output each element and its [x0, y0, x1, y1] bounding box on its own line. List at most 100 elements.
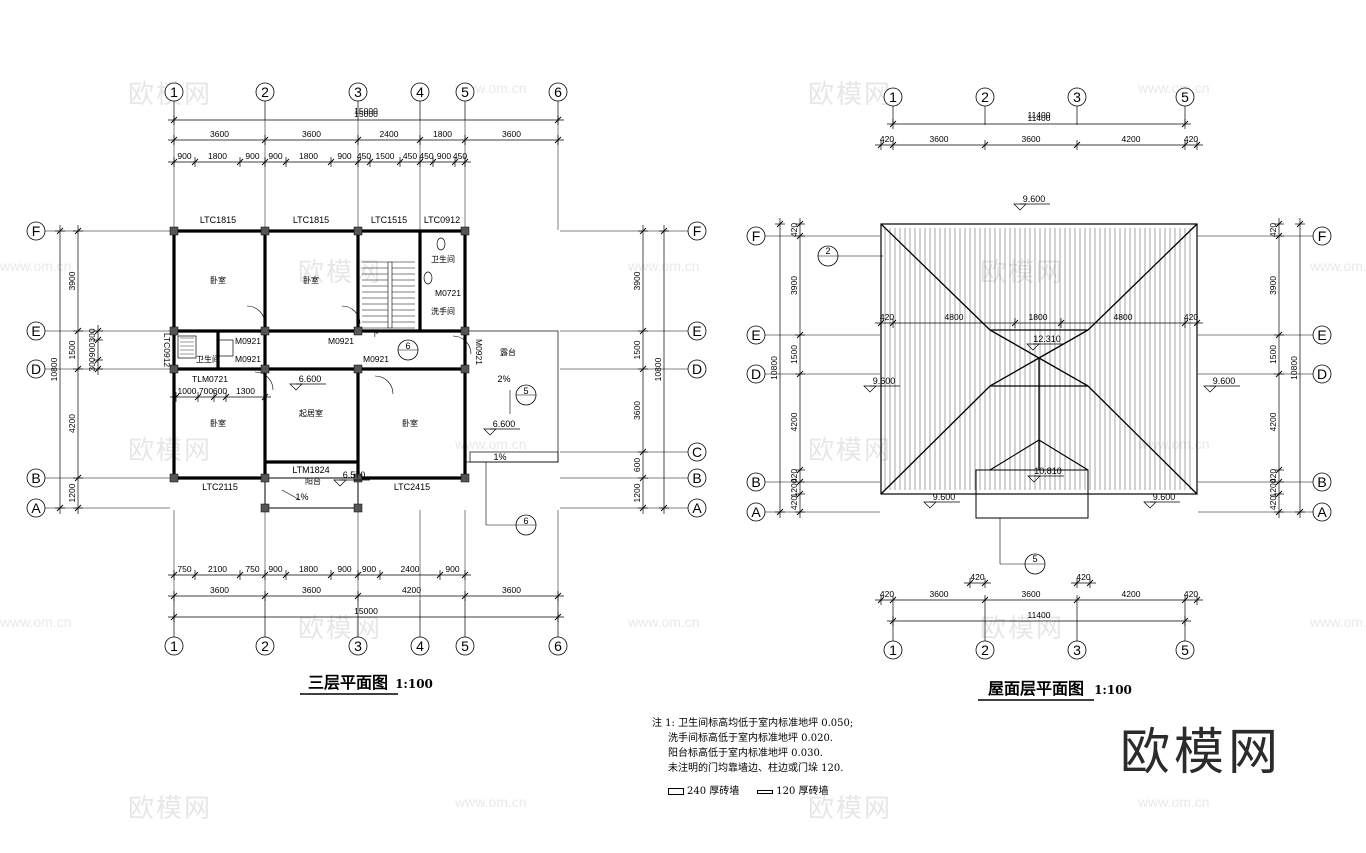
axis-y-left-label: E [751, 327, 760, 343]
window-label: LTC1815 [200, 215, 236, 225]
axis-y-right-label: B [692, 470, 701, 486]
dim-axes-top-text: 3600 [302, 129, 321, 139]
level-text: 6.600 [493, 419, 516, 429]
dim-right-text: 3900 [632, 271, 642, 290]
dimension-tick [461, 158, 469, 166]
dimension-tick [1181, 141, 1189, 149]
dimension-tick [776, 508, 784, 516]
callout-number: 2 [825, 246, 830, 256]
roof-hatch [884, 228, 1191, 490]
dim-overall-bottom-text: 15000 [354, 606, 378, 616]
dim-sub-bottom-text: 750 [177, 564, 191, 574]
watermark-logo: 欧模网 [808, 436, 893, 466]
dimension-tick [74, 474, 82, 482]
dim-sub-top-text: 450 [403, 151, 417, 161]
dimension-tick [222, 393, 230, 401]
note-line: 未注明的门均靠墙边、柱边或门垛 120. [668, 763, 844, 774]
dim-detail-text: 1000 [178, 386, 197, 396]
stair-mark: 下 [371, 329, 379, 338]
axis-x-bottom-label: 5 [461, 638, 469, 654]
watermark-site: www.om.cn [0, 258, 72, 274]
dimension-tick [236, 158, 244, 166]
dim-axes-bottom-text: 3600 [302, 585, 321, 595]
dim-axes-bottom-text: 420 [880, 589, 894, 599]
dimension-tick [1275, 331, 1283, 339]
dim-left-sub-text: 300 [87, 357, 97, 371]
wall-legend: 240 厚砖墙 120 厚砖墙 [668, 782, 829, 797]
dimension-tick [94, 336, 102, 344]
dimension-tick [354, 158, 362, 166]
dimension-tick [1275, 508, 1283, 516]
dim-sub-bottom-text: 750 [245, 564, 259, 574]
dimension-tick [74, 365, 82, 373]
dimension-tick [796, 508, 804, 516]
dimension-tick [1181, 596, 1189, 604]
window-label: LTC1515 [371, 215, 407, 225]
dimension-tick [461, 571, 469, 579]
column [353, 326, 363, 336]
column [353, 364, 363, 374]
dimension-tick [1057, 319, 1065, 327]
dimension-tick [776, 220, 784, 228]
dimension-tick [74, 504, 82, 512]
dimension-tick [261, 136, 269, 144]
level-text: 9.600 [1153, 492, 1176, 502]
slope-text: 1% [295, 492, 308, 502]
watermark-logo: 欧模网 [298, 614, 383, 644]
dimension-tick [966, 579, 974, 587]
axis-y-right-label: E [692, 323, 701, 339]
dimension-tick [396, 158, 404, 166]
plan-title: 三层平面图 [308, 673, 388, 692]
window-label: LTM1824 [292, 465, 329, 475]
dim-axes-bottom-text: 3600 [210, 585, 229, 595]
dim-sub-top-text: 900 [268, 151, 282, 161]
door-label: M0921 [363, 354, 389, 364]
door-swing [254, 371, 274, 391]
dim-left-text: 1500 [789, 345, 799, 364]
level-text: 6.570 [343, 470, 366, 480]
dimension-tick [1086, 579, 1094, 587]
axis-y-left-label: F [752, 228, 761, 244]
axis-y-left-label: A [31, 500, 41, 516]
dim-left-text: 4200 [789, 412, 799, 431]
dim-right-total-text: 10800 [653, 357, 663, 381]
note-line: 注 1: 卫生间标高均低于室内标准地坪 0.050; [652, 718, 854, 729]
window-label: LTC1815 [293, 215, 329, 225]
dimension-tick [981, 579, 989, 587]
legend-item-thick: 240 厚砖墙 [668, 782, 739, 797]
dim-mid-text: 420 [1184, 312, 1198, 322]
dim-detail-text: 700 [199, 386, 213, 396]
door-label: M0921 [235, 354, 261, 364]
callout-number: 6 [523, 516, 528, 526]
dimension-tick [660, 227, 668, 235]
column [169, 226, 179, 236]
watermark-site: www.om.cn [455, 436, 527, 452]
dim-detail-text: 1300 [236, 386, 255, 396]
dimension-tick [172, 393, 180, 401]
dim-right-text: 1200 [632, 483, 642, 502]
dim-sub-bottom-text: 900 [337, 564, 351, 574]
dim-axes-top-text: 2400 [380, 129, 399, 139]
dimension-tick [796, 490, 804, 498]
roof-porch-outline [975, 469, 1089, 519]
watermark-logo: 欧模网 [980, 258, 1065, 288]
dimension-tick [1275, 220, 1283, 228]
axis-x-top-label: 1 [170, 84, 178, 100]
watermark-site: www.om.cn [628, 614, 700, 630]
dim-right-text: 4200 [1268, 412, 1278, 431]
dim-axes-bottom-text: 4200 [1122, 589, 1141, 599]
door-label: M0921 [474, 339, 484, 365]
column [460, 473, 470, 483]
dimension-tick [1275, 478, 1283, 486]
column [353, 473, 363, 483]
axis-y-right-label: F [693, 223, 702, 239]
dim-sub-bottom-text: 900 [445, 564, 459, 574]
ridge [1038, 357, 1089, 387]
dimension-tick [1193, 596, 1201, 604]
level-text: 9.600 [1213, 376, 1236, 386]
dimension-tick [436, 571, 444, 579]
column [460, 326, 470, 336]
dim-left-text: 1500 [67, 340, 77, 359]
dimension-tick [1073, 141, 1081, 149]
dimension-tick [796, 478, 804, 486]
